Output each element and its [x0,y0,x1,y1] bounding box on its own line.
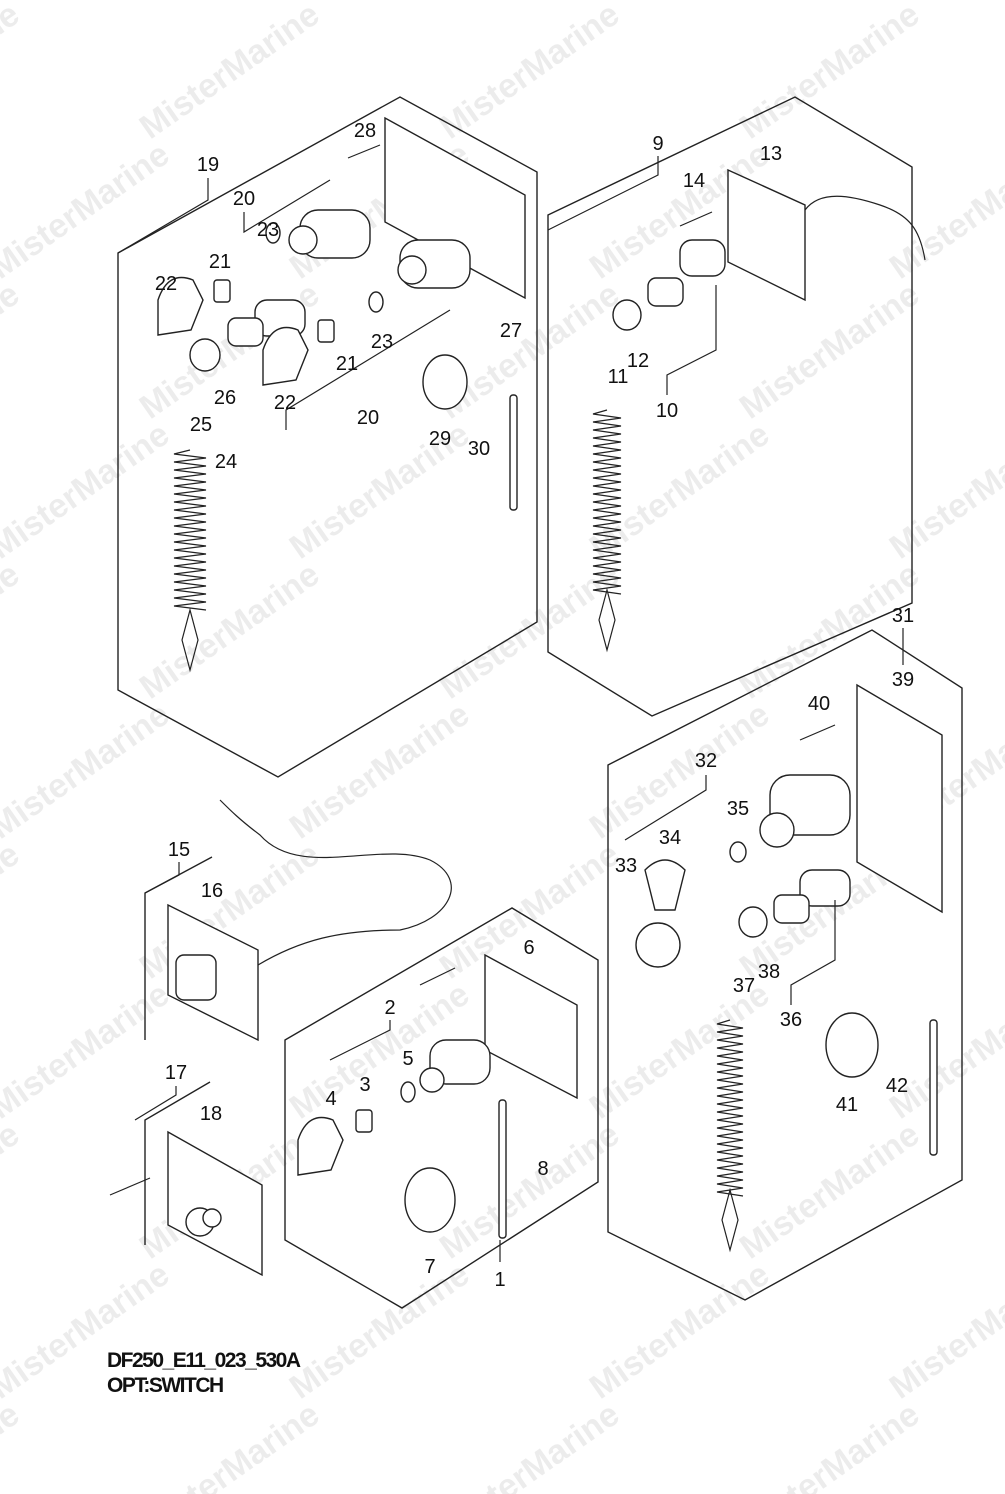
part-label: 23 [257,219,279,241]
panel-6 [484,953,578,1100]
part-label: 25 [190,414,212,436]
part-label: 35 [727,798,749,820]
lanyard-coil-36 [716,1019,744,1253]
part-label: 16 [201,880,223,902]
part-label: 14 [683,170,705,192]
part-label: 21 [336,353,358,375]
part-label: 37 [733,975,755,997]
part-label: 18 [200,1103,222,1125]
part-label: 29 [429,428,451,450]
part-label: 10 [656,400,678,422]
part-label: 27 [500,320,522,342]
part-label: 19 [197,154,219,176]
lanyard-coil-24 [173,449,207,673]
diagram-caption: DF250_E11_023_530A OPT:SWITCH [107,1348,301,1398]
part-label: 32 [695,750,717,772]
part-label: 30 [468,438,490,460]
group-box-9 [547,96,913,717]
part-label: 33 [615,855,637,877]
part-label: 31 [892,605,914,627]
screws [109,144,836,1196]
part-label: 40 [808,693,830,715]
panel-39 [856,683,943,914]
part-label: 22 [274,392,296,414]
lanyard-coil-10 [592,409,622,653]
part-label: 23 [371,331,393,353]
group-box-17 [144,1081,211,1245]
part-label: 4 [325,1088,336,1110]
caps-and-ties [404,354,938,1239]
panel-27 [384,116,526,300]
part-label: 26 [214,387,236,409]
part-label: 6 [523,937,534,959]
part-label: 8 [537,1158,548,1180]
part-label: 38 [758,961,780,983]
panel-18 [167,1130,263,1277]
part-label: 9 [652,133,663,155]
key-switch-parts [175,209,851,1237]
wire-harness-13 [804,195,926,261]
part-label: 28 [354,120,376,142]
part-label: 5 [402,1048,413,1070]
part-label: 11 [608,366,629,388]
wire-harness-16 [219,799,452,966]
part-label: 2 [384,997,395,1019]
part-label: 39 [892,669,914,691]
part-label: 21 [209,251,231,273]
panel-13 [727,168,806,302]
part-label: 20 [357,407,379,429]
part-label: 24 [215,451,237,473]
part-number-labels: 28 19 20 23 21 22 27 21 23 26 25 22 24 2… [155,120,914,1291]
group-box-31 [607,629,963,1301]
key-caps [157,222,768,1176]
part-label: 3 [359,1074,370,1096]
part-label: 36 [780,1009,802,1031]
part-label: 42 [886,1075,908,1097]
part-label: 12 [627,350,649,372]
part-label: 41 [836,1094,858,1116]
group-box-19 [117,96,538,778]
part-label: 20 [233,188,255,210]
part-label: 34 [659,827,681,849]
leader-lines [117,156,904,1262]
part-label: 15 [168,839,190,861]
part-label: 1 [494,1269,505,1291]
group-box-1 [284,907,599,1309]
part-label: 7 [424,1256,435,1278]
part-label: 17 [165,1062,187,1084]
diagram-title: OPT:SWITCH [107,1374,224,1397]
part-label: 22 [155,273,177,295]
part-label: 13 [760,143,782,165]
diagram-code: DF250_E11_023_530A [107,1349,301,1372]
